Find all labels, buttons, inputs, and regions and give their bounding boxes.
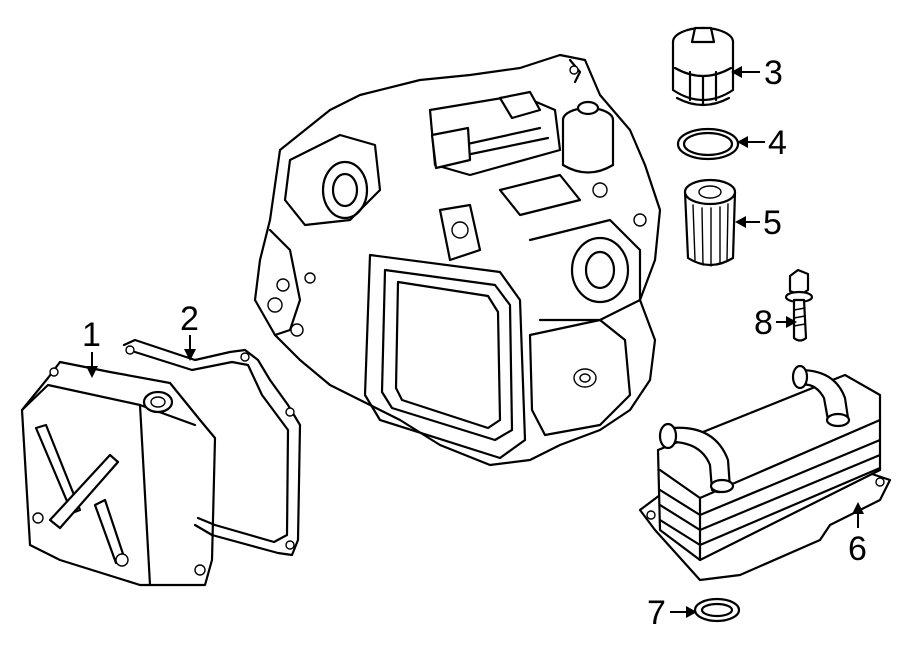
callout-5: 5 <box>763 204 782 242</box>
callout-4: 4 <box>768 124 787 162</box>
callout-6: 6 <box>848 530 867 568</box>
callout-7: 7 <box>647 594 666 632</box>
callout-8: 8 <box>754 304 773 342</box>
part-6-oil-cooler <box>638 364 892 582</box>
part-7-seal-ring <box>693 597 741 623</box>
part-1-oil-pan <box>20 360 217 587</box>
callout-labels: 1 2 3 4 5 6 7 8 <box>82 54 867 632</box>
callout-2: 2 <box>180 300 199 338</box>
part-3-filter-cap <box>671 26 735 107</box>
callout-3: 3 <box>764 54 783 92</box>
part-4-o-ring <box>676 127 740 161</box>
part-5-filter-element <box>683 178 737 267</box>
callout-1: 1 <box>82 316 101 354</box>
part-8-bolt <box>784 268 814 342</box>
part-2-gasket <box>122 338 302 557</box>
transmission-housing <box>253 53 662 467</box>
callout-arrows <box>86 66 864 618</box>
